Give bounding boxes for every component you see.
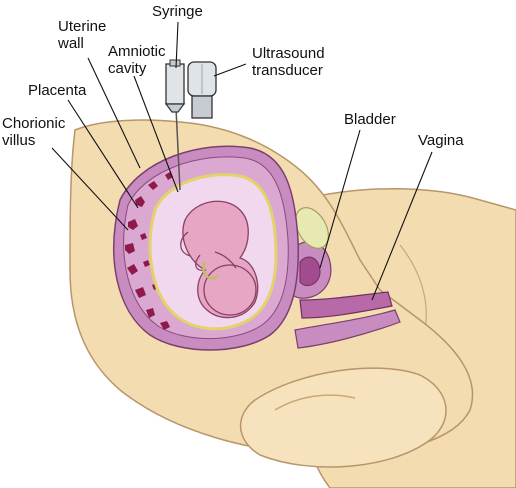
- buttock-crease: [399, 244, 427, 331]
- leader-syringe: [175, 21, 179, 69]
- leader-lines: [51, 21, 433, 301]
- label-vagina: Vagina: [418, 132, 464, 149]
- label-bladder: Bladder: [344, 111, 396, 128]
- label-ultrasound-transducer-line2: transducer: [252, 62, 323, 79]
- syringe: [164, 59, 186, 113]
- ultrasound-transducer: [187, 61, 217, 119]
- label-amniotic-cavity-line1: Amniotic: [108, 43, 166, 60]
- label-amniotic-cavity-line2: cavity: [108, 60, 147, 77]
- label-bladder-text: Bladder: [344, 111, 396, 128]
- rectum: [294, 309, 401, 349]
- label-syringe-text: Syringe: [152, 3, 203, 20]
- leader-bladder: [319, 129, 361, 269]
- label-ultrasound-transducer-line1: Ultrasound: [252, 45, 325, 62]
- umbilical-cord: [202, 261, 219, 280]
- label-chorionic-villus-line2: villus: [2, 132, 36, 149]
- fetus-head: [203, 264, 257, 316]
- label-ultrasound-transducer: Ultrasound transducer: [252, 45, 325, 79]
- label-uterine-wall-line1: Uterine: [58, 18, 107, 35]
- label-syringe: Syringe: [152, 3, 203, 20]
- bladder-lumen: [299, 256, 321, 287]
- label-placenta: Placenta: [28, 82, 86, 99]
- syringe-needle: [175, 107, 181, 191]
- label-placenta-text: Placenta: [28, 82, 87, 99]
- leader-vagina: [371, 151, 433, 301]
- label-uterine-wall: Uterine wall: [58, 18, 106, 52]
- bowel-blob: [295, 207, 329, 249]
- thigh: [239, 367, 447, 468]
- thigh-fold: [274, 394, 356, 411]
- leader-placenta: [67, 99, 139, 209]
- label-chorionic-villus-line1: Chorionic: [2, 115, 66, 132]
- label-chorionic-villus: Chorionic villus: [2, 115, 65, 149]
- leader-transducer: [213, 63, 247, 77]
- vagina-shape: [299, 291, 393, 319]
- label-vagina-text: Vagina: [418, 132, 464, 149]
- label-uterine-wall-line2: wall: [58, 35, 84, 52]
- leader-amniotic-cavity: [133, 75, 179, 193]
- label-amniotic-cavity: Amniotic cavity: [108, 43, 166, 77]
- leader-uterine-wall: [87, 57, 141, 169]
- leader-chorionic-villus: [51, 147, 129, 231]
